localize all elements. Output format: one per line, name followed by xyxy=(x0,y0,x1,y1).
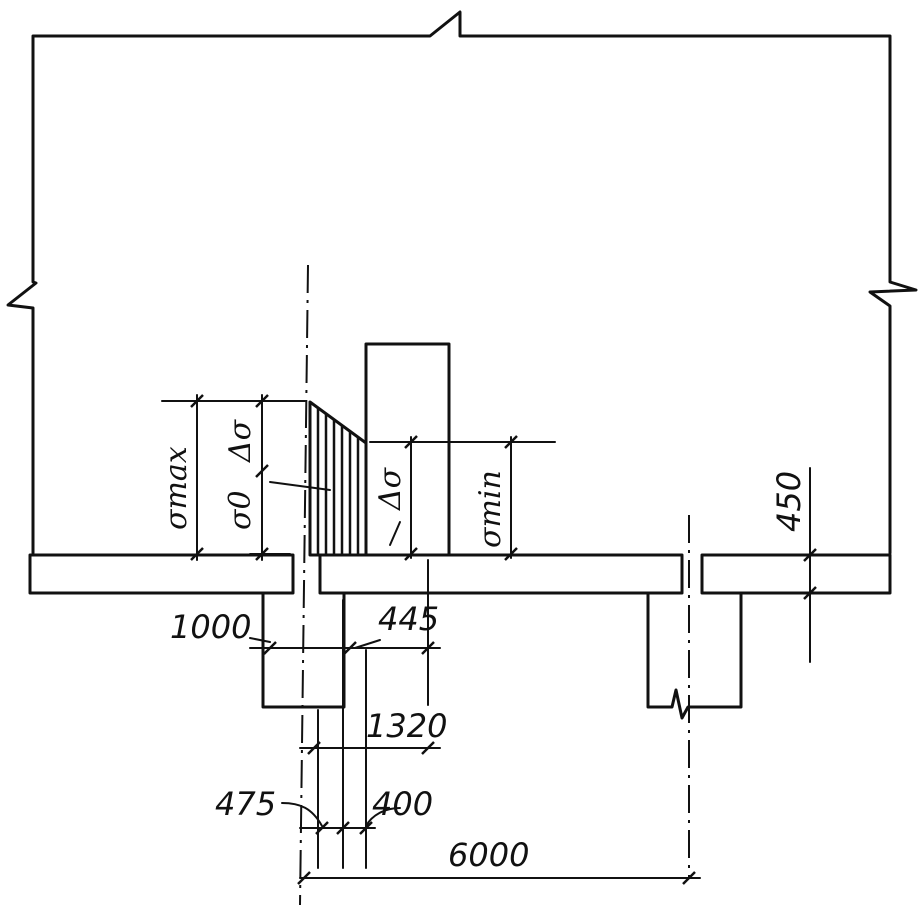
sigma-max-label: σmax xyxy=(159,446,194,530)
dimension-6000: 6000 xyxy=(448,836,529,874)
bottom-dimensions xyxy=(249,559,701,885)
sigma-0-label: σ0 xyxy=(223,490,258,530)
wall-outline xyxy=(6,10,918,555)
floor-slab-middle xyxy=(318,553,684,595)
delta-sigma-left-label: Δσ xyxy=(223,418,258,463)
dimension-1000: 1000 xyxy=(170,608,251,646)
floor-slab-left xyxy=(28,553,295,595)
slab-thickness-dimension xyxy=(803,467,817,663)
left-stress-dimensions xyxy=(161,394,306,561)
dimension-475: 475 xyxy=(215,785,276,823)
delta-sigma-right-label: Δσ xyxy=(373,466,408,511)
left-centre-axis xyxy=(299,264,309,906)
right-stress-dimensions xyxy=(369,435,556,561)
dimension-450: 450 xyxy=(770,471,808,532)
dimension-1320: 1320 xyxy=(366,707,447,745)
column-block xyxy=(364,342,451,557)
dimension-445: 445 xyxy=(378,600,439,638)
right-foundation xyxy=(646,591,743,720)
floor-slab-right xyxy=(700,553,892,595)
sigma-min-label: σmin xyxy=(473,470,508,548)
stress-diagram xyxy=(269,400,368,557)
dimension-400: 400 xyxy=(372,785,433,823)
